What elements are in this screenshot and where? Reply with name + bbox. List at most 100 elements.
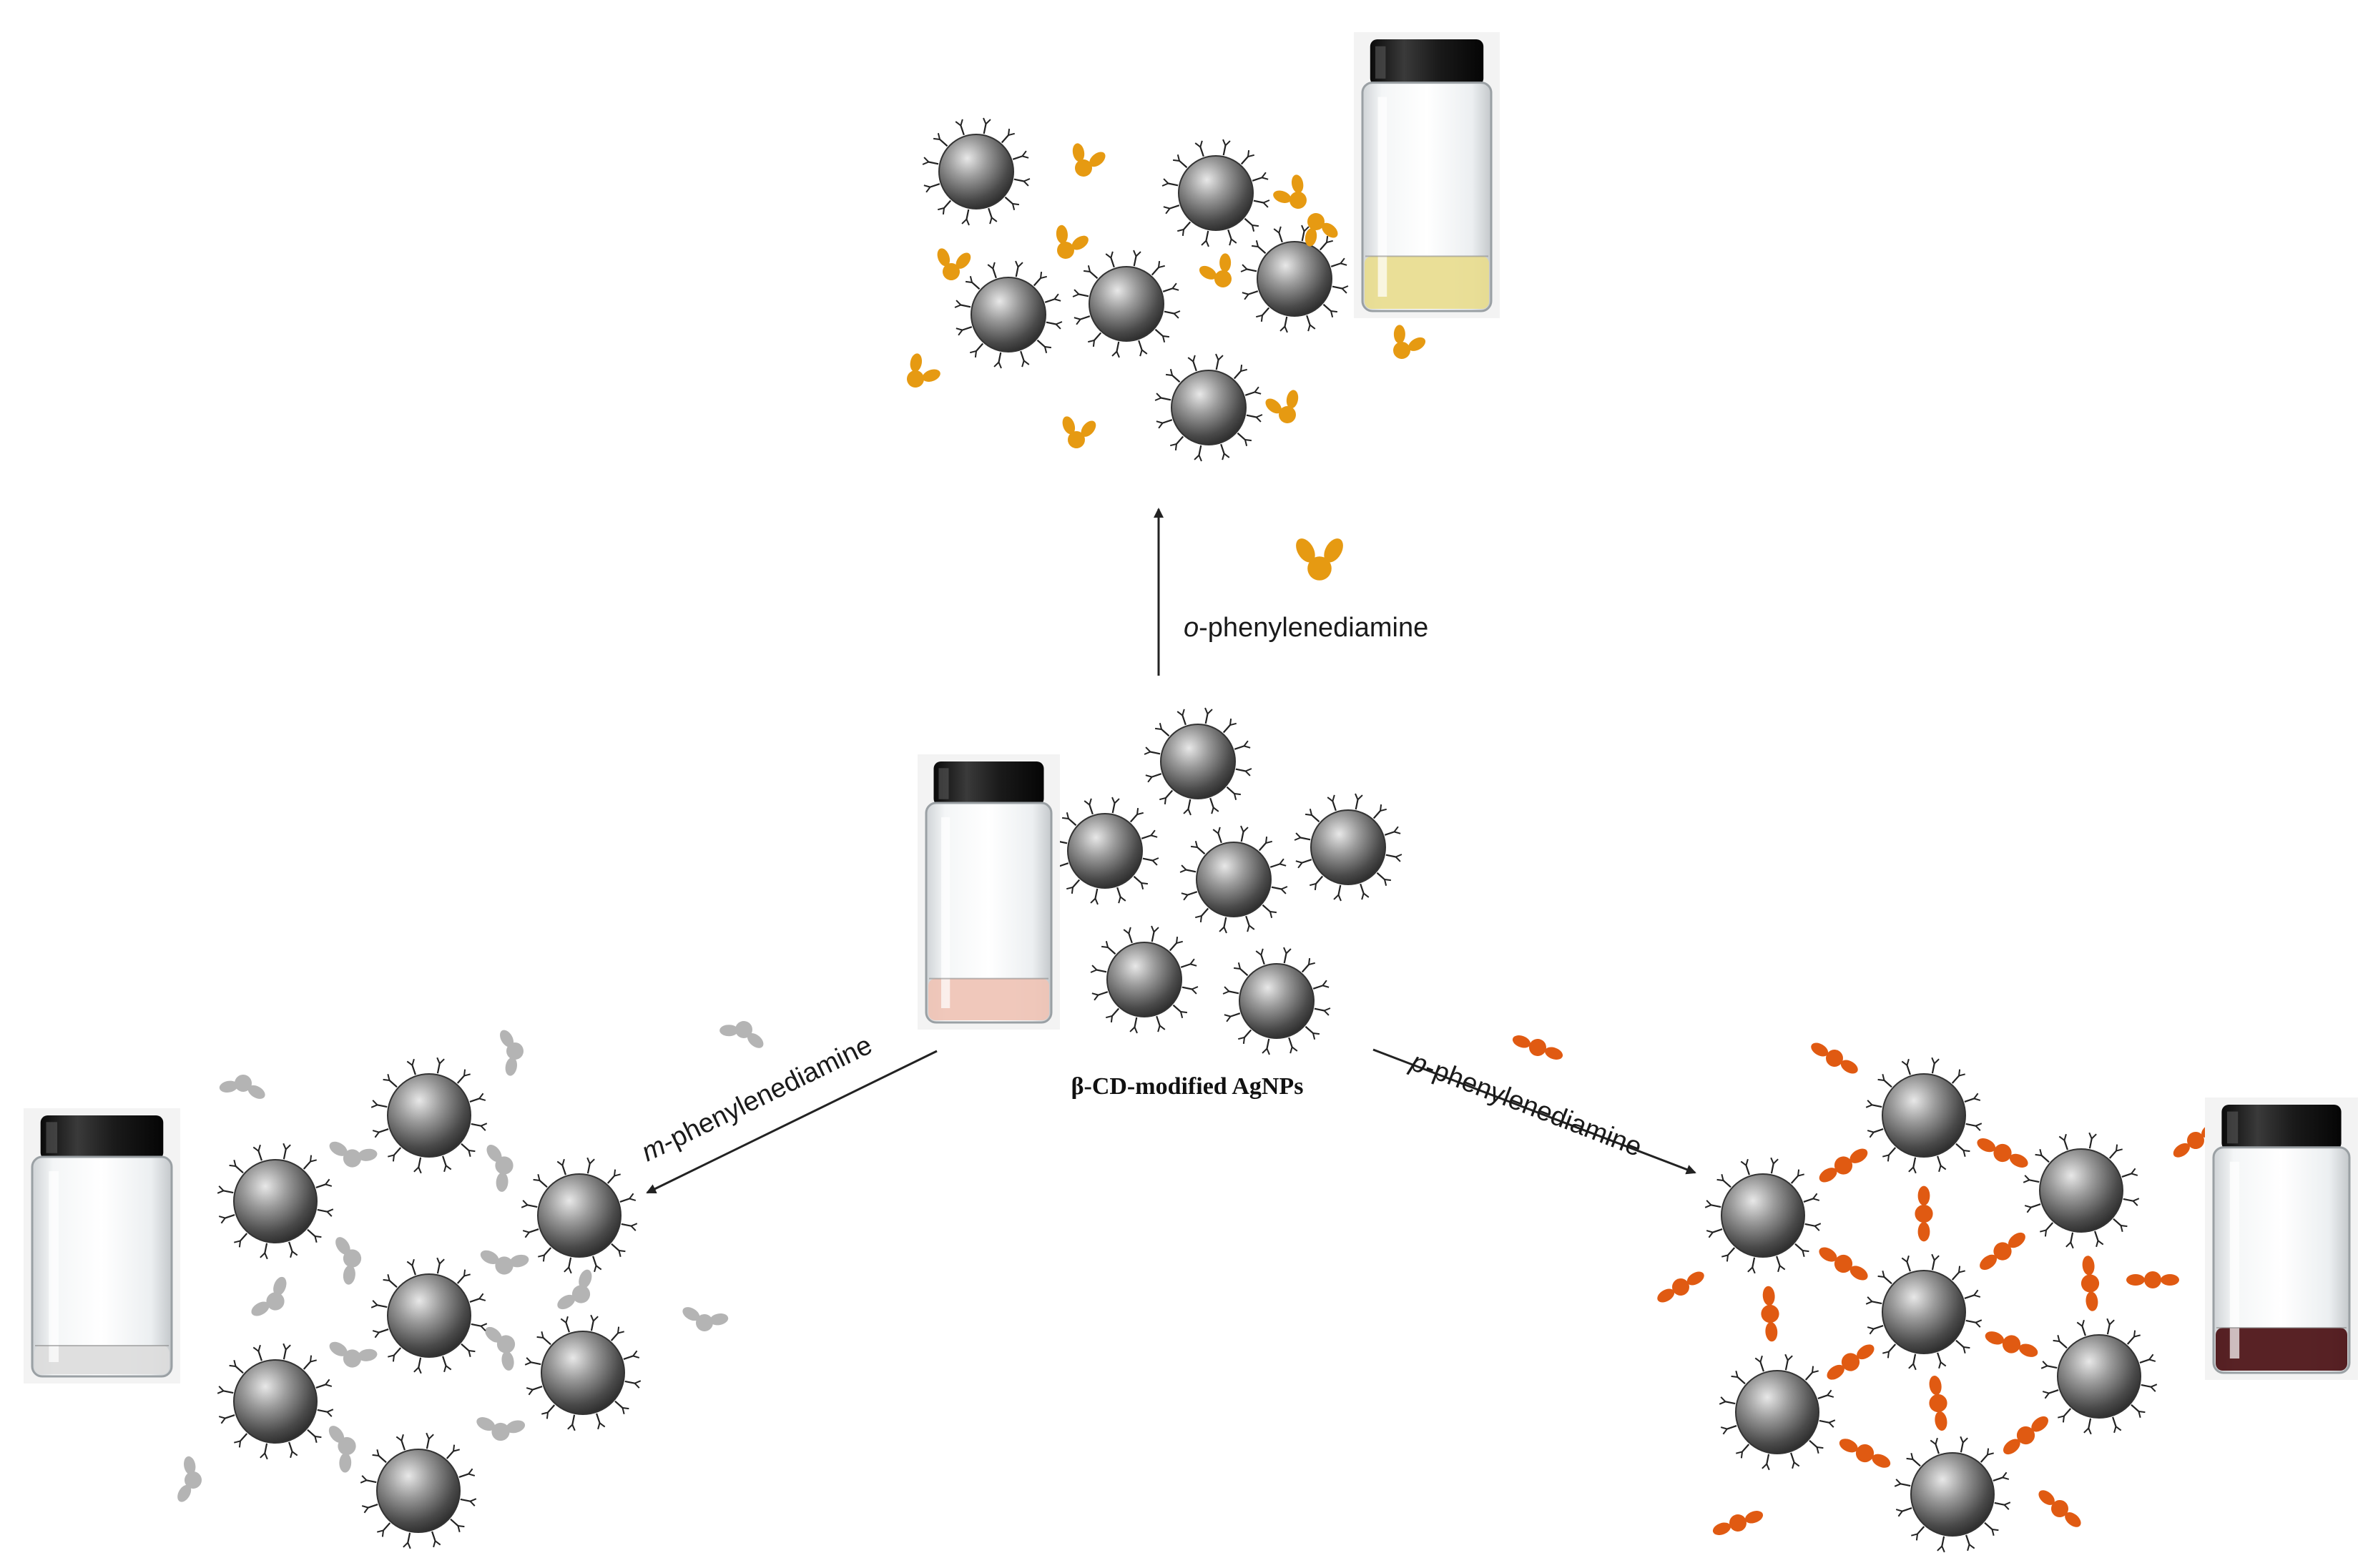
para-link-4-mol <box>1819 1247 1868 1281</box>
meta-link-6 <box>485 1326 516 1371</box>
nanoparticle-para-5 <box>2040 1318 2158 1435</box>
para-link-8 <box>1929 1376 1947 1431</box>
vial-para-dark-red <box>2205 1098 2358 1380</box>
para-link-1-mol <box>1819 1148 1868 1183</box>
meta-molecule-3 <box>682 1307 729 1331</box>
nanoparticle-ortho-5 <box>1240 225 1349 333</box>
para-molecule-6 <box>1712 1511 1764 1535</box>
para-link-8-mol <box>1929 1376 1947 1431</box>
vial-meta-clear <box>24 1108 180 1384</box>
meta-link-2-mol <box>486 1145 514 1192</box>
nanoparticle-para-1 <box>1865 1057 1983 1174</box>
para-molecule-2 <box>1657 1271 1704 1303</box>
meta-link-9 <box>557 1269 592 1310</box>
nanoparticle-initial-6 <box>1222 947 1331 1055</box>
nanoparticle-initial-1 <box>1144 707 1252 816</box>
nanoparticle-para-6 <box>1719 1353 1836 1471</box>
para-link-7 <box>1827 1344 1875 1380</box>
nanoparticle-meta-5 <box>217 1343 334 1460</box>
meta-link-5-mol <box>329 1341 378 1368</box>
para-link-6 <box>1985 1331 2038 1357</box>
nanoparticle-meta-2 <box>217 1143 334 1260</box>
para-link-9 <box>1839 1439 1891 1468</box>
meta-molecule-1 <box>219 1075 265 1099</box>
nanoparticle-ortho-3 <box>954 260 1063 369</box>
nanoparticle-ortho-6 <box>1154 353 1263 462</box>
para-link-2-mol <box>1977 1138 2028 1168</box>
para-link-6-mol <box>1985 1331 2038 1357</box>
ortho-molecule-9 <box>1393 325 1426 359</box>
meta-link-5 <box>329 1341 378 1368</box>
ortho-molecule-8 <box>1265 390 1299 423</box>
para-link-7-mol <box>1827 1344 1875 1380</box>
para-link-3-mol <box>1915 1185 1933 1242</box>
para-link-11 <box>1761 1286 1779 1342</box>
nanoparticle-para-2 <box>1704 1157 1822 1274</box>
meta-link-7 <box>328 1426 356 1473</box>
meta-link-1-mol <box>329 1141 378 1168</box>
nanoparticle-layer <box>217 117 2158 1553</box>
nanoparticle-para-7 <box>1894 1436 2011 1553</box>
ortho-molecule-6 <box>907 353 940 388</box>
para-link-4 <box>1819 1247 1868 1281</box>
nanoparticle-ortho-4 <box>1072 250 1181 358</box>
ortho-molecule-legend <box>1296 538 1343 581</box>
para-link-5-mol <box>1980 1232 2025 1271</box>
label-para-phenylenediamine: p-phenylenediamine <box>1406 1047 1646 1163</box>
ortho-molecule-2 <box>1273 174 1307 209</box>
para-link-2 <box>1977 1138 2028 1168</box>
nanoparticle-meta-7 <box>360 1432 477 1549</box>
para-molecule-5 <box>2038 1490 2081 1527</box>
nanoparticle-para-3 <box>2023 1132 2140 1249</box>
ortho-molecule-10 <box>1305 213 1338 247</box>
meta-link-10-mol <box>251 1276 287 1316</box>
nanoparticle-ortho-1 <box>922 117 1031 226</box>
meta-link-10 <box>251 1276 287 1316</box>
nanoparticle-initial-5 <box>1090 925 1199 1034</box>
vial-ortho-yellow <box>1354 32 1500 318</box>
arrow-down-left-meta <box>646 1050 938 1194</box>
ortho-molecule-1 <box>1072 143 1106 177</box>
meta-link-7-mol <box>328 1426 356 1473</box>
para-link-11-mol <box>1761 1286 1779 1342</box>
vial-initial-pink <box>918 754 1060 1030</box>
para-link-9-mol <box>1839 1439 1891 1468</box>
vial-photo-layer <box>24 32 2358 1384</box>
meta-link-6-mol <box>485 1326 516 1371</box>
nanoparticle-para-4 <box>1865 1253 1983 1371</box>
para-molecule-7 <box>1512 1035 1563 1060</box>
ortho-molecule-7 <box>1062 416 1096 448</box>
nanoparticle-meta-6 <box>524 1314 642 1431</box>
nanoparticle-ortho-2 <box>1161 139 1270 247</box>
nanoparticle-meta-3 <box>521 1157 638 1274</box>
para-link-12 <box>2080 1256 2100 1311</box>
ortho-molecule-5 <box>1199 253 1232 287</box>
meta-link-2 <box>486 1145 514 1192</box>
label-beta-cd-modified-agnps: β-CD-modified AgNPs <box>1071 1073 1304 1100</box>
nanoparticle-meta-4 <box>370 1257 488 1374</box>
meta-link-4-mol <box>480 1250 529 1275</box>
nanoparticle-initial-3 <box>1179 825 1288 934</box>
ortho-molecule-4 <box>1056 225 1089 259</box>
meta-link-8 <box>476 1417 526 1441</box>
meta-link-3-mol <box>335 1237 362 1285</box>
meta-link-1 <box>329 1141 378 1168</box>
para-link-10-mol <box>2003 1416 2048 1455</box>
molecule-links-layer <box>251 1138 2100 1473</box>
label-ortho-phenylenediamine: o-phenylenediamine <box>1184 613 1428 643</box>
meta-molecule-2 <box>500 1030 524 1076</box>
para-link-1 <box>1819 1148 1868 1183</box>
nanoparticle-initial-4 <box>1294 793 1402 902</box>
ortho-molecule-3 <box>937 248 971 280</box>
para-molecule-1 <box>1811 1042 1858 1074</box>
arrow-down-right-para <box>1372 1048 1696 1175</box>
para-link-12-mol <box>2080 1256 2100 1311</box>
meta-link-8-mol <box>476 1417 526 1441</box>
para-molecule-4 <box>2126 1271 2179 1288</box>
meta-molecule-5 <box>719 1021 764 1048</box>
meta-link-9-mol <box>557 1269 592 1310</box>
nanoparticle-meta-1 <box>370 1057 488 1174</box>
para-link-10 <box>2003 1416 2048 1455</box>
para-link-5 <box>1980 1232 2025 1271</box>
